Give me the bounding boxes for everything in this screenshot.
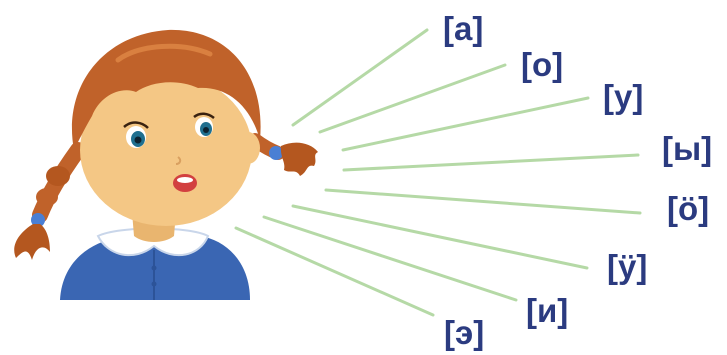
- vowel-label: [у]: [603, 78, 644, 115]
- sound-ray: [318, 63, 507, 134]
- vowel-label: [ӧ]: [667, 190, 710, 227]
- left-braid: [14, 142, 86, 260]
- vowel-label: [ы]: [662, 130, 713, 167]
- vowel-label: [о]: [521, 46, 564, 83]
- sound-ray: [291, 204, 589, 270]
- vowel-label: [э]: [444, 314, 485, 351]
- eyes: [123, 112, 215, 148]
- right-braid: [248, 133, 318, 176]
- sound-ray: [342, 153, 640, 172]
- sound-ray: [324, 188, 642, 215]
- girl-illustration: [14, 29, 318, 300]
- vowel-label: [а]: [443, 10, 484, 47]
- sound-ray: [291, 28, 429, 127]
- sound-ray: [341, 96, 590, 152]
- vowel-label: [и]: [526, 292, 569, 329]
- vowel-label: [ӱ]: [607, 248, 648, 285]
- sound-ray: [234, 226, 435, 317]
- face: [80, 74, 252, 226]
- sound-ray: [262, 215, 518, 302]
- sound-rays: [234, 28, 642, 317]
